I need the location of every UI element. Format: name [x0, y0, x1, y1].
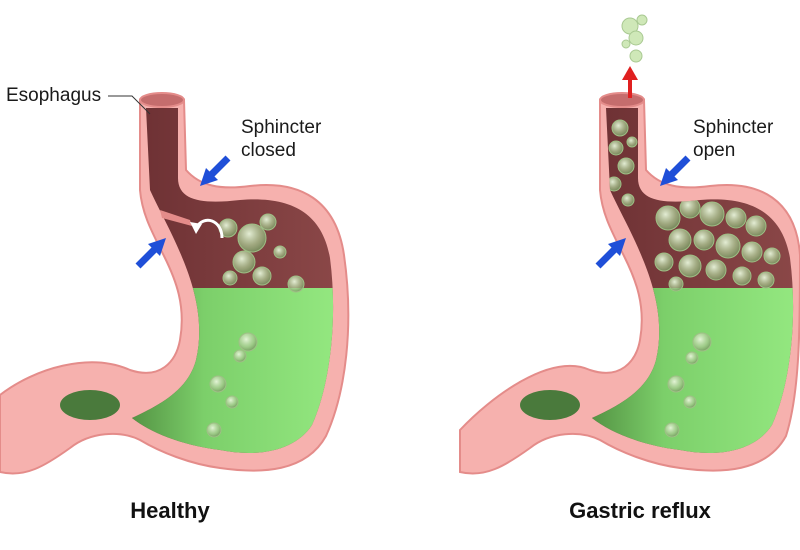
duodenum-lumen [60, 390, 120, 420]
blue-arrow-icon [200, 155, 231, 186]
blue-arrow-icon [595, 238, 626, 269]
duodenum-lumen [520, 390, 580, 420]
sphincter-closed [160, 210, 192, 226]
curved-arrow-head-icon [190, 222, 202, 234]
sphincter-label-line1: Sphincter [241, 117, 322, 138]
sphincter-label-line2: closed [241, 140, 296, 161]
esophagus-opening [139, 92, 185, 108]
healthy-caption: Healthy [130, 498, 210, 523]
escaping-bubbles [621, 14, 648, 63]
reflux-stomach [459, 14, 800, 475]
blue-arrow-icon [135, 238, 166, 269]
healthy-stomach [0, 92, 350, 475]
label-leader-line [108, 95, 151, 115]
gas-bubbles [206, 213, 305, 438]
reflux-caption: Gastric reflux [569, 498, 711, 523]
blue-arrow-icon [660, 155, 691, 186]
gas-bubbles [606, 119, 781, 438]
red-arrow-icon [622, 66, 638, 98]
esophagus-label: Esophagus [6, 85, 102, 106]
sphincter-label-line1: Sphincter [693, 117, 774, 138]
esophagus-opening [599, 92, 645, 108]
sphincter-label-line2: open [693, 140, 736, 161]
